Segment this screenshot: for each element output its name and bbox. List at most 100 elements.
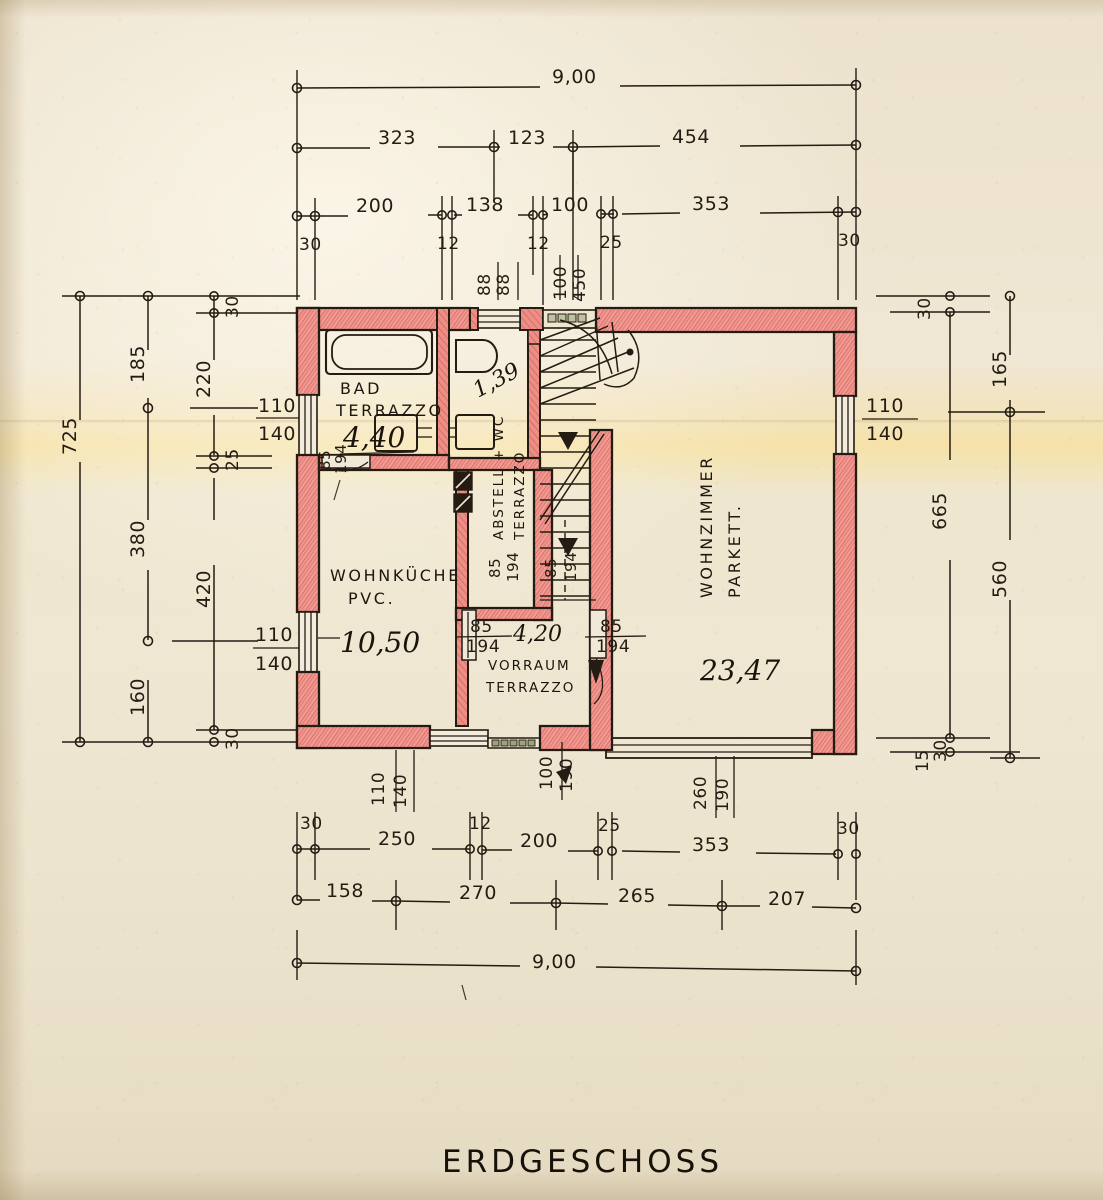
dim-top-chain-2: 200 138 100 353 30 12 12 25 30 — [291, 193, 862, 255]
dim-top-chain-1: 323 123 454 — [291, 126, 862, 154]
top-dimension-group: 9,00 323 123 454 — [291, 66, 862, 305]
dim-85-right: 85 — [600, 617, 623, 637]
dim-100-entry: 100 — [537, 756, 557, 790]
dim-323: 323 — [378, 127, 416, 149]
dim-bath-door-w: 85 — [316, 450, 334, 470]
dim-wall-12-b: 12 — [527, 234, 550, 254]
dim-top-overall-label: 9,00 — [552, 66, 597, 88]
dim-bottom-overall-label: 9,00 — [532, 951, 577, 973]
callout-door-kitchen: 85 194 — [486, 552, 522, 582]
dim-194-right: 194 — [596, 637, 630, 657]
label-living-name: WOHNZIMMER — [697, 455, 716, 598]
dim-wall-30-botleft: 30 — [300, 814, 323, 834]
dim-207: 207 — [768, 888, 806, 910]
wc-bowl-icon — [455, 339, 498, 373]
dim-160: 160 — [127, 678, 149, 716]
callout-door-stair: 85 194 — [540, 552, 596, 601]
callout-door-bath: 85 194 — [316, 444, 350, 501]
dim-wall-30-topleft: 30 — [299, 235, 322, 255]
dim-194-stair: 194 — [562, 552, 580, 582]
dim-wall-12-a: 12 — [437, 234, 460, 254]
dim-190-terrace: 190 — [713, 778, 733, 812]
dim-wall-15-right: 15 — [913, 749, 933, 772]
dim-220: 220 — [193, 360, 215, 398]
dim-140-bottom: 140 — [391, 774, 411, 808]
left-window-lower — [298, 611, 318, 673]
door-vorraum-right — [588, 609, 607, 705]
label-vorraum-floor: TERRAZZO — [485, 680, 575, 696]
dim-win-100: 100 — [551, 266, 571, 300]
label-kitchen-area: 10,50 — [340, 626, 420, 659]
callout-bottom-window: 110 140 — [369, 750, 415, 812]
callout-door-right: 85 194 — [584, 617, 647, 657]
dim-270: 270 — [459, 882, 497, 904]
dim-353-bottom: 353 — [692, 834, 730, 856]
dim-bottom-overall: 9,00 — [291, 930, 862, 985]
right-window-callout: 110 140 — [862, 395, 918, 445]
dim-110-bottom: 110 — [369, 772, 389, 806]
dim-wall-30-left-top: 30 — [223, 295, 243, 318]
dim-100-top: 100 — [551, 194, 589, 216]
left-window-callout-upper: 110 140 — [256, 395, 312, 445]
label-kitchen-floor: PVC. — [348, 589, 395, 608]
left-dimension-group: 725 185 380 160 220 420 30 25 30 — [59, 290, 312, 750]
right-window — [835, 395, 855, 455]
entry-door-100 — [487, 737, 541, 749]
label-wc-area: 1,39 — [469, 358, 524, 403]
callout-door-left: 85 194 — [454, 617, 513, 657]
dim-200-bottom: 200 — [520, 830, 558, 852]
dim-bottom-chain-2: 158 270 265 207 — [291, 880, 862, 930]
staircase — [539, 317, 640, 600]
building-walls — [295, 306, 858, 759]
left-window-upper — [298, 394, 318, 456]
dim-wall-30-right-bot: 30 — [931, 739, 951, 762]
dim-265: 265 — [618, 885, 656, 907]
dim-140-right: 140 — [866, 423, 904, 445]
dim-wall-30-botright: 30 — [837, 819, 860, 839]
dim-138: 138 — [466, 194, 504, 216]
dim-110-left-low: 110 — [255, 624, 293, 646]
dim-win-88-a: 88 — [475, 273, 495, 296]
top-window-88 — [477, 309, 521, 329]
top-window-100 — [542, 309, 597, 329]
right-dimension-group: 665 30 15 30 165 560 110 140 — [862, 290, 1045, 772]
door-bath — [321, 454, 371, 472]
label-wc-name: ABSTELL + WC — [491, 415, 507, 540]
dim-110-left-up: 110 — [258, 395, 296, 417]
bottom-opening-callouts: 110 140 100 190 260 190 — [369, 742, 735, 818]
dim-140-left-low: 140 — [255, 653, 293, 675]
plumbing-fixtures — [324, 328, 498, 452]
dim-wall-25-left: 25 — [223, 448, 243, 471]
callout-terrace-door: 260 190 — [691, 756, 735, 818]
dim-140-left-up: 140 — [258, 423, 296, 445]
dim-560: 560 — [989, 560, 1011, 598]
dim-85-stair: 85 — [542, 558, 560, 578]
label-bad-floor: TERRAZZO — [335, 401, 444, 420]
label-bad-area: 4,40 — [342, 421, 405, 454]
dim-380: 380 — [127, 520, 149, 558]
dim-win-450: 450 — [570, 268, 590, 302]
label-bad-name: BAD — [340, 379, 382, 398]
dim-420: 420 — [193, 570, 215, 608]
dim-158: 158 — [326, 880, 364, 902]
dim-165: 165 — [989, 350, 1011, 388]
label-kitchen-name: WOHNKÜCHE — [330, 566, 461, 585]
dim-110-right: 110 — [866, 395, 904, 417]
label-vorraum-name: VORRAUM — [488, 658, 571, 674]
door-wc — [453, 471, 473, 513]
dim-wall-25-top: 25 — [600, 233, 623, 253]
dim-194-left: 194 — [466, 637, 500, 657]
dim-85-left: 85 — [470, 617, 493, 637]
dim-200-top: 200 — [356, 195, 394, 217]
inner-opening-callouts: 85 194 85 194 85 194 85 194 85 194 — [316, 444, 647, 657]
washbasin-icon — [374, 414, 432, 452]
dim-665: 665 — [929, 492, 951, 530]
stair-winders — [539, 317, 640, 405]
bottom-window-110 — [429, 729, 489, 747]
dim-wall-25-bottom: 25 — [598, 816, 621, 836]
dim-250: 250 — [378, 828, 416, 850]
dim-bottom-chain-1: 250 200 353 30 12 25 30 — [291, 812, 861, 900]
dim-725: 725 — [59, 417, 81, 455]
label-living-area: 23,47 — [699, 654, 780, 687]
